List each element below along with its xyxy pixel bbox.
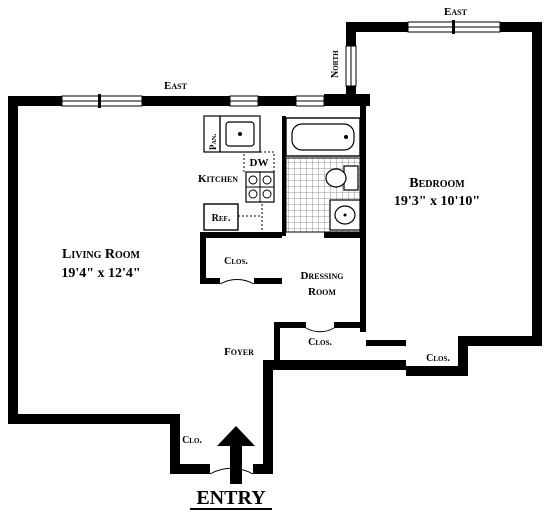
windows <box>61 20 501 108</box>
compass-east-top-left: East <box>164 80 188 92</box>
bedroom-name: Bedroom <box>409 176 465 191</box>
refrigerator-label: Ref. <box>212 213 231 224</box>
walls <box>8 22 542 474</box>
dishwasher-label: DW <box>250 157 269 169</box>
bathroom <box>285 117 361 233</box>
compass-north: North <box>330 50 341 78</box>
living-room-dims: 19'4" x 12'4" <box>61 266 140 281</box>
room-labels: Living Room 19'4" x 12'4" Bedroom 19'3" … <box>61 173 480 358</box>
door-swings <box>209 278 407 475</box>
entry-label: ENTRY <box>196 487 266 509</box>
dressing-room-line2: Room <box>308 286 336 298</box>
fixture-labels: Pan. Ref. DW <box>208 134 268 224</box>
kitchen-fixtures <box>203 115 275 231</box>
compass-east-top-right: East <box>444 6 468 18</box>
living-closet-label: Clos. <box>224 256 248 267</box>
living-room-name: Living Room <box>62 247 141 262</box>
pantry-label: Pan. <box>208 134 218 150</box>
bedroom-dims: 19'3" x 10'10" <box>394 194 480 209</box>
dressing-closet-label: Clos. <box>308 337 332 348</box>
compass-labels: East East North <box>164 6 468 92</box>
foyer-name: Foyer <box>224 346 254 358</box>
closet-labels: Clos. Clos. Clos. Clo. <box>182 256 450 446</box>
kitchen-name: Kitchen <box>198 173 238 185</box>
entry-closet-label: Clo. <box>182 435 202 446</box>
bedroom-closet-label: Clos. <box>426 353 450 364</box>
entry-label-group: ENTRY <box>190 487 272 510</box>
entry-arrow-icon <box>217 426 255 484</box>
dressing-room-line1: Dressing <box>300 270 343 282</box>
